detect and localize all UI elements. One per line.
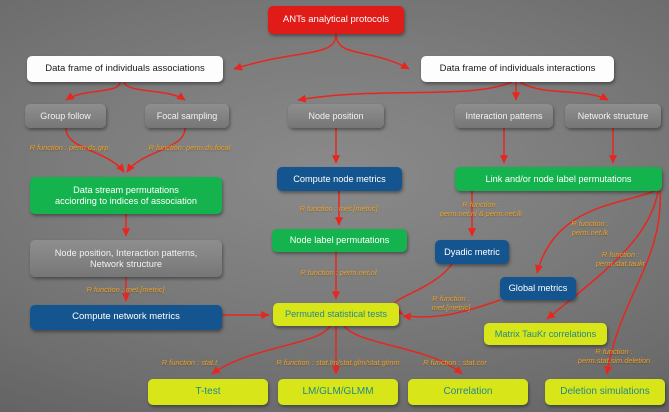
rfunction-label-rf_statt: R function : stat.t xyxy=(161,358,218,367)
node-df_inter[interactable]: Data frame of individuals interactions xyxy=(421,56,614,82)
node-lnlperm[interactable]: Link and/or node label permutations xyxy=(455,167,662,191)
node-nipns[interactable]: Node position, Interaction patterns, Net… xyxy=(30,240,222,277)
node-intpat[interactable]: Interaction patterns xyxy=(455,104,553,128)
rfunction-label-rf_metmet1: R function : met.[metric] xyxy=(299,204,378,213)
rfunction-label-rf_nllk: R function : perm.net.nl & perm.net.lk xyxy=(439,200,523,219)
rfunction-label-rf_metmet2: R function : met.[metric] xyxy=(86,285,165,294)
node-root[interactable]: ANTs analytical protocols xyxy=(268,6,404,34)
node-nlperm[interactable]: Node label permutations xyxy=(272,229,407,252)
rfunction-label-rf_dsgrp: R function : perm.ds.grp xyxy=(29,143,109,152)
rfunction-label-rf_netlk: R function : perm.net.lk xyxy=(571,219,609,238)
node-global[interactable]: Global metrics xyxy=(500,277,576,300)
node-df_assoc[interactable]: Data frame of individuals associations xyxy=(27,56,223,82)
node-cnetmet[interactable]: Compute network metrics xyxy=(30,305,222,330)
rfunction-label-rf_permnetnl: R function : perm.net.nl xyxy=(300,268,377,277)
rfunction-label-rf_dsfocal: R function: perm.ds.focal xyxy=(148,143,231,152)
node-corr[interactable]: Correlation xyxy=(408,379,528,405)
node-focal[interactable]: Focal sampling xyxy=(145,104,229,128)
node-pstat[interactable]: Permuted statistical tests xyxy=(273,303,399,326)
node-netstruct[interactable]: Network structure xyxy=(565,104,661,128)
rfunction-label-rf_metmet3: R function : met.[metric] xyxy=(431,294,471,313)
node-delsim[interactable]: Deletion simulations xyxy=(545,379,665,405)
rfunction-label-rf_taukr: R function : perm.stat.taukr xyxy=(595,250,646,269)
node-dsperm[interactable]: Data stream permutations acciording to i… xyxy=(30,177,222,214)
node-lmglm[interactable]: LM/GLM/GLMM xyxy=(278,379,398,405)
rfunction-label-rf_statcor: R function : stat.cor xyxy=(423,358,487,367)
node-cnodemet[interactable]: Compute node metrics xyxy=(277,167,402,191)
rfunction-label-rf_simdel: R function : perm.stat.sim.deletion xyxy=(577,347,651,366)
node-grp[interactable]: Group follow xyxy=(25,104,106,128)
node-taukr[interactable]: Matrix TauKr correlations xyxy=(484,323,607,345)
node-nodepos[interactable]: Node position xyxy=(288,104,384,128)
node-ttest[interactable]: T-test xyxy=(148,379,268,405)
node-dyadic[interactable]: Dyadic metric xyxy=(435,240,509,264)
